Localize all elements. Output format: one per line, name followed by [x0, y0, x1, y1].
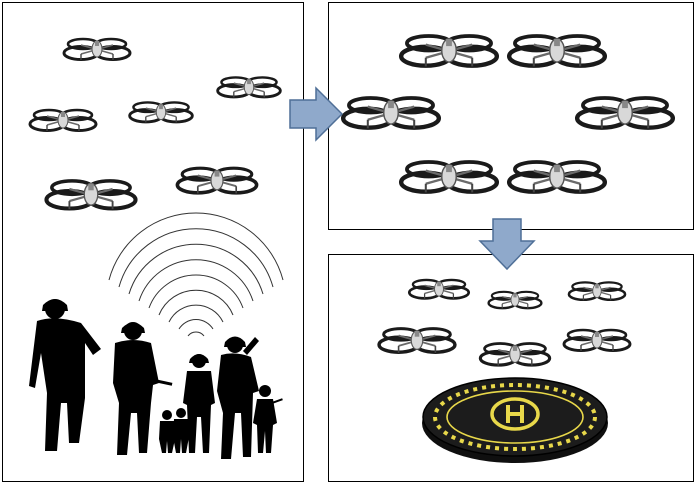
panel-drone-formation	[328, 2, 694, 230]
scene-formation	[329, 3, 694, 230]
helipad-icon	[422, 377, 608, 463]
drone-icon	[128, 101, 194, 124]
drone-icon	[216, 76, 282, 99]
drone-icon	[509, 162, 605, 192]
drone-icon	[487, 290, 543, 310]
drone-icon	[577, 98, 673, 128]
drone-icon	[407, 278, 471, 301]
signal-waves-icon	[108, 212, 284, 337]
panel-scattered-drones	[2, 2, 304, 482]
panel-landing	[328, 254, 694, 482]
scene-left	[28, 37, 284, 459]
drone-icon	[567, 281, 627, 302]
drone-icon	[343, 98, 439, 128]
drone-icon	[562, 328, 632, 353]
drone-icon	[401, 162, 497, 192]
drone-icon	[509, 36, 605, 66]
scene-landing	[377, 278, 632, 463]
soldier-silhouette-icon	[29, 299, 283, 459]
arrow-right-icon	[289, 86, 344, 142]
arrow-down-icon	[478, 218, 536, 271]
drone-icon	[175, 166, 259, 196]
drone-icon	[62, 37, 132, 62]
drone-icon	[46, 181, 135, 209]
drone-icon	[28, 108, 98, 133]
drone-icon	[377, 326, 457, 355]
drone-icon	[401, 36, 497, 66]
drone-icon	[478, 341, 552, 368]
